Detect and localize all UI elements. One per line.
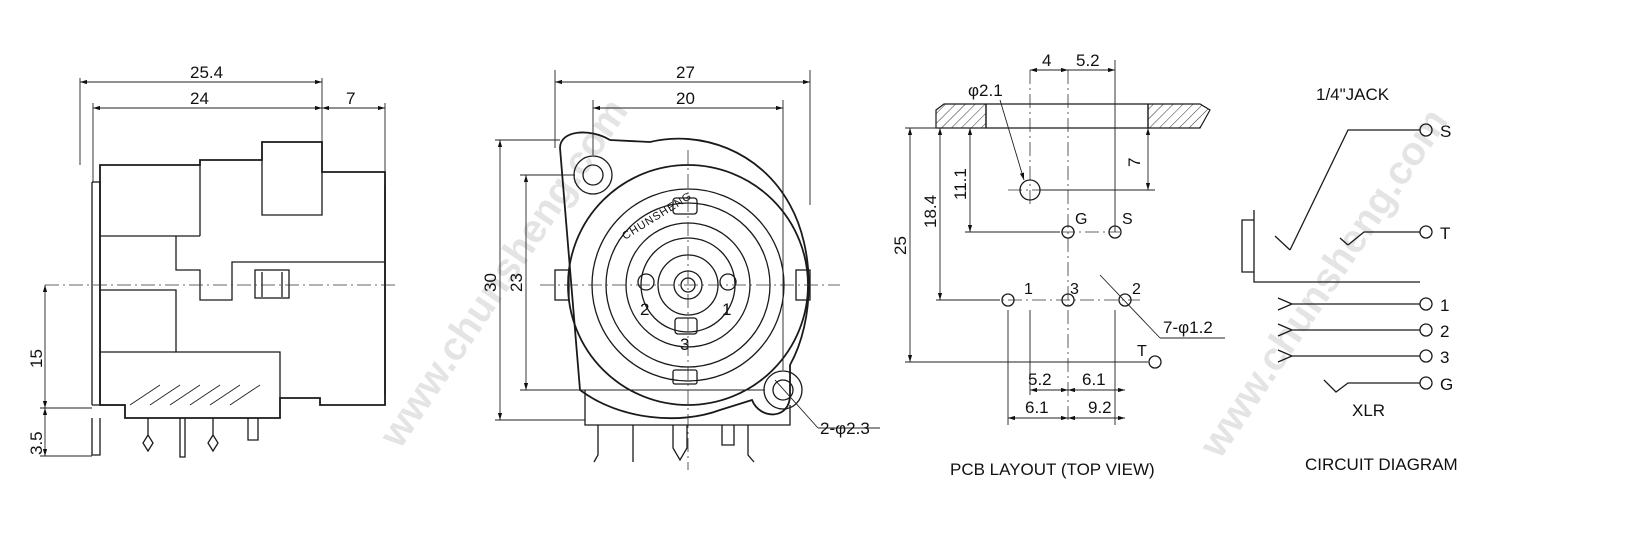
pcb-small-holes-note: 7-φ1.2 — [1163, 318, 1213, 337]
front-pin-3: 3 — [680, 335, 689, 354]
front-pin-1: 1 — [722, 300, 731, 319]
front-dim-23: 23 — [507, 273, 526, 292]
pcb-dim-25: 25 — [891, 236, 910, 255]
pcb-dim-18-4: 18.4 — [921, 195, 940, 228]
pcb-layout: φ2.1 G S 1 3 2 T 7-φ1.2 4 5.2 25 18.4 11… — [891, 51, 1225, 479]
front-dim-20: 20 — [676, 89, 695, 108]
pcb-pad-t: T — [1137, 343, 1147, 360]
front-dim-27: 27 — [676, 63, 695, 82]
side-view: 25.4 24 7 15 3.5 — [27, 63, 395, 458]
circuit-terminal-s: S — [1440, 122, 1451, 141]
pcb-dim-6-1-upper: 6.1 — [1082, 370, 1106, 389]
side-dim-25-4: 25.4 — [190, 63, 223, 82]
circuit-terminal-t: T — [1440, 224, 1450, 243]
pcb-pad-g: G — [1075, 211, 1087, 228]
side-dim-15: 15 — [27, 349, 46, 368]
pcb-pad-s: S — [1122, 211, 1133, 228]
side-dim-7: 7 — [346, 89, 355, 108]
pcb-pad-1: 1 — [1024, 281, 1033, 298]
front-pin-2: 2 — [640, 300, 649, 319]
front-hole-note: 2-φ2.3 — [820, 419, 870, 438]
circuit-terminal-2: 2 — [1440, 322, 1449, 341]
pcb-layout-caption: PCB LAYOUT (TOP VIEW) — [950, 460, 1155, 479]
watermarks: www.chunsheng.com www.chunsheng.com — [370, 91, 1456, 466]
front-dim-30: 30 — [481, 273, 500, 292]
pcb-dim-5-2-bottom: 5.2 — [1028, 370, 1052, 389]
pcb-dim-7: 7 — [1125, 158, 1144, 167]
pcb-dim-5-2-top: 5.2 — [1076, 51, 1100, 70]
side-dim-24: 24 — [190, 89, 209, 108]
circuit-diagram: 1/4"JACK S T 1 2 3 G XLR CIRCUIT DIAGRAM — [1241, 85, 1458, 474]
pcb-pad-3: 3 — [1070, 281, 1079, 298]
circuit-diagram-caption: CIRCUIT DIAGRAM — [1305, 455, 1458, 474]
pcb-dim-4: 4 — [1042, 51, 1051, 70]
pcb-dim-9-2: 9.2 — [1088, 398, 1112, 417]
pcb-dim-6-1-lower: 6.1 — [1025, 398, 1049, 417]
circuit-terminal-3: 3 — [1440, 348, 1449, 367]
side-dim-3-5: 3.5 — [27, 431, 46, 455]
front-view: CHUNSHENG 2 1 3 27 20 30 23 2-φ2.3 — [481, 63, 880, 470]
circuit-jack-title: 1/4"JACK — [1316, 85, 1390, 104]
pcb-dim-11-1: 11.1 — [951, 168, 970, 200]
watermark-text-2: www.chunsheng.com — [1190, 101, 1456, 466]
circuit-xlr-label: XLR — [1352, 401, 1385, 420]
pcb-pad-2: 2 — [1132, 281, 1141, 298]
front-brand-mark: CHUNSHENG — [620, 190, 694, 243]
pcb-hole-big-note: φ2.1 — [968, 81, 1003, 100]
circuit-terminal-1: 1 — [1440, 296, 1449, 315]
circuit-terminal-g: G — [1440, 375, 1453, 394]
